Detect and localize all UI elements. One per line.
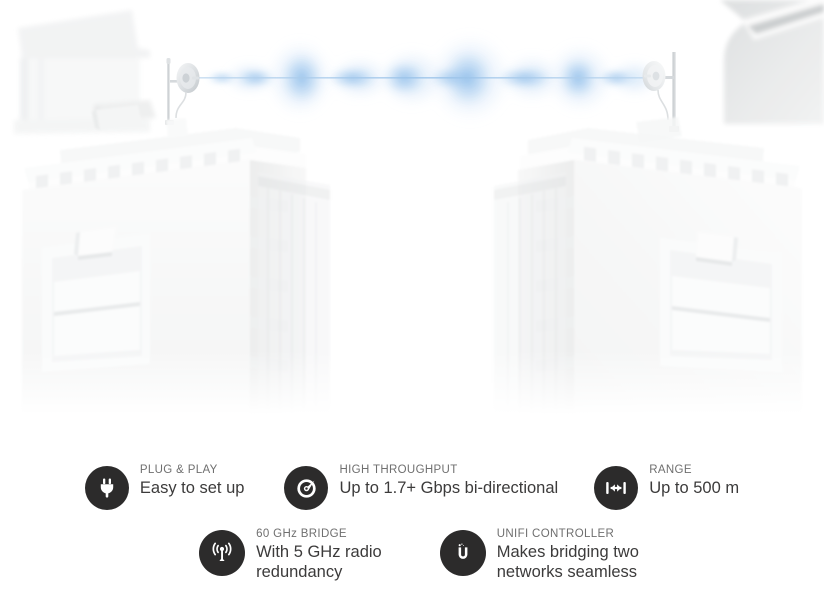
feature-list: PLUG & PLAY Easy to set up HIGH THROUGHP… xyxy=(0,440,824,615)
feature-range: RANGE Up to 500 m xyxy=(594,464,739,510)
feature-title: With 5 GHz radio redundancy xyxy=(256,543,382,581)
hero-illustration xyxy=(0,0,824,440)
hero-scene-svg xyxy=(14,0,824,420)
feature-kicker: UNIFI CONTROLLER xyxy=(496,528,615,540)
feature-plug-and-play: PLUG & PLAY Easy to set up xyxy=(84,464,245,510)
feature-60ghz-bridge: 60 GHz BRIDGE With 5 GHz radio redundanc… xyxy=(199,528,382,582)
feature-title: Up to 500 m xyxy=(649,479,740,497)
feature-text: 60 GHz BRIDGE With 5 GHz radio redundanc… xyxy=(256,528,382,582)
feature-unifi-controller: UNIFI CONTROLLER Makes bridging two netw… xyxy=(439,528,639,582)
feature-row-1: PLUG & PLAY Easy to set up HIGH THROUGHP… xyxy=(0,440,824,510)
speedometer-icon xyxy=(284,466,329,510)
feature-title: Up to 1.7+ Gbps bi-directional xyxy=(339,479,559,497)
unifi-u-icon xyxy=(439,530,486,576)
left-window xyxy=(42,227,150,372)
feature-title: Easy to set up xyxy=(139,479,245,497)
feature-text: PLUG & PLAY Easy to set up xyxy=(140,464,245,499)
feature-title: Makes bridging two networks seamless xyxy=(496,543,639,581)
right-building xyxy=(494,117,802,420)
left-dish-antenna xyxy=(165,58,200,125)
left-building xyxy=(22,105,330,420)
feature-kicker: PLUG & PLAY xyxy=(139,464,218,476)
feature-text: UNIFI CONTROLLER Makes bridging two netw… xyxy=(497,528,639,582)
feature-kicker: 60 GHz BRIDGE xyxy=(256,528,347,540)
background-building-right xyxy=(720,0,824,124)
feature-high-throughput: HIGH THROUGHPUT Up to 1.7+ Gbps bi-direc… xyxy=(284,464,558,510)
feature-text: RANGE Up to 500 m xyxy=(649,464,739,499)
signal-wave xyxy=(196,32,660,124)
antenna-signal-icon xyxy=(199,530,246,576)
right-window xyxy=(660,232,782,372)
range-arrow-icon xyxy=(594,466,639,510)
feature-kicker: RANGE xyxy=(649,464,692,476)
power-plug-icon xyxy=(84,466,129,510)
feature-text: HIGH THROUGHPUT Up to 1.7+ Gbps bi-direc… xyxy=(339,464,558,499)
feature-kicker: HIGH THROUGHPUT xyxy=(339,464,458,476)
background-building-left xyxy=(14,10,150,134)
feature-row-2: 60 GHz BRIDGE With 5 GHz radio redundanc… xyxy=(0,510,824,582)
